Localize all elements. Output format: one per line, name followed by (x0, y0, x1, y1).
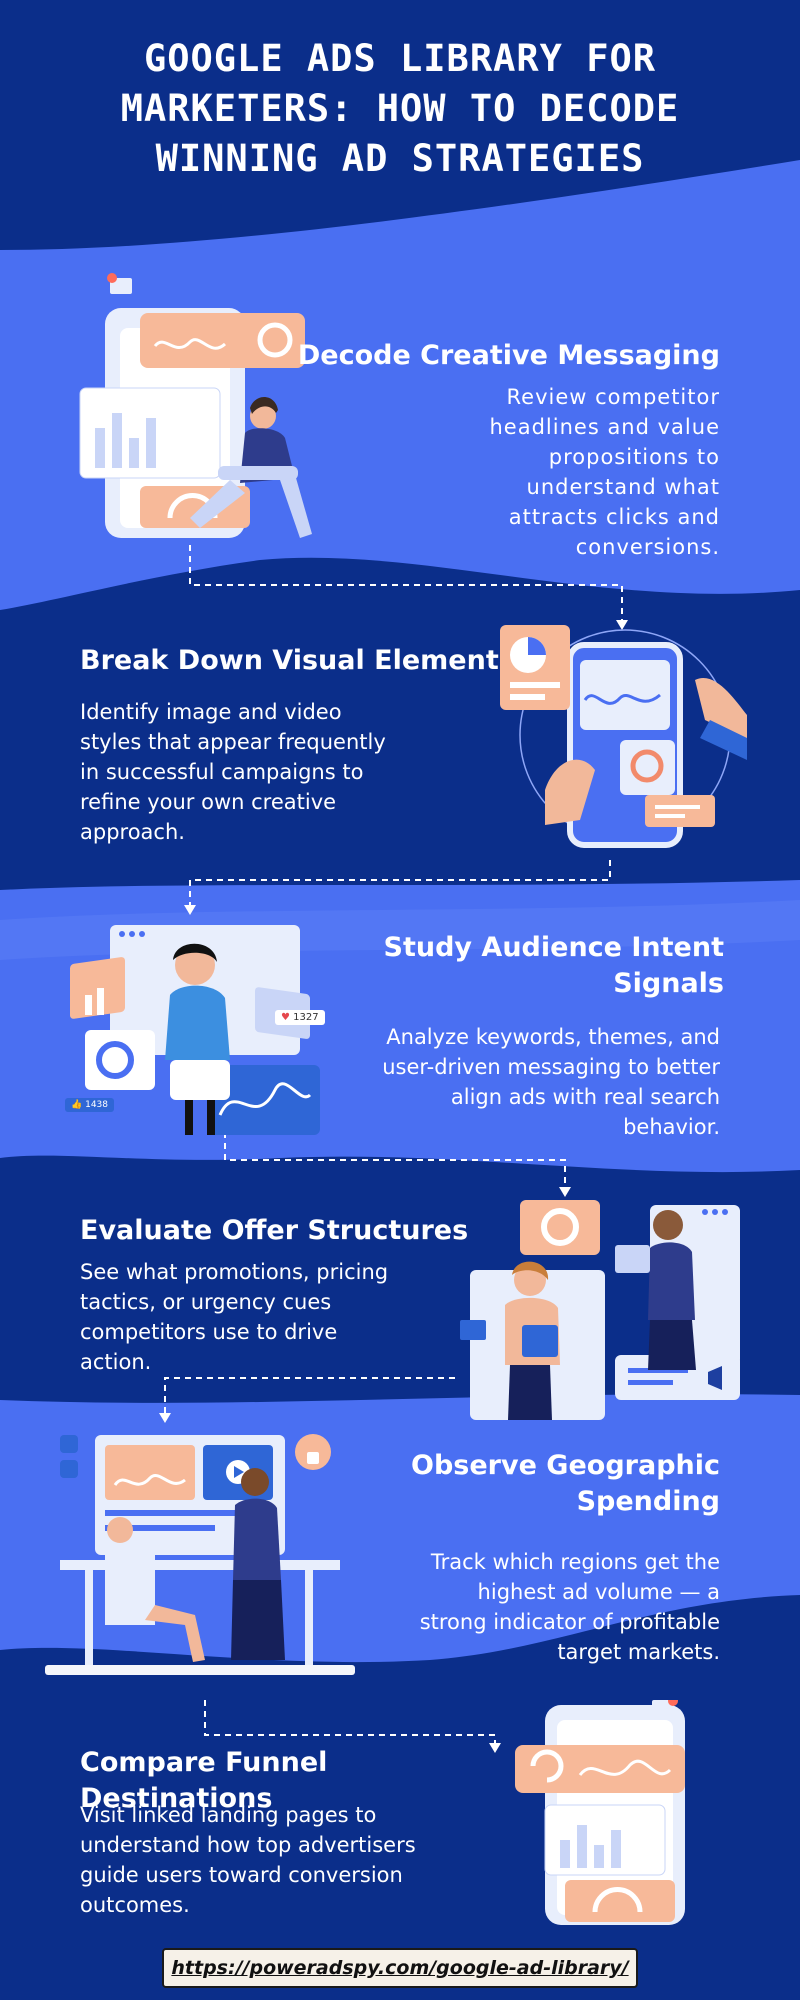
dashed-connector-5 (204, 1700, 496, 1748)
section-body: See what promotions, pricing tactics, or… (80, 1260, 389, 1374)
footer-url-link[interactable]: https://poweradspy.com/google-ad-library… (171, 1957, 629, 1979)
illustration-phone-man (79, 273, 312, 538)
illustration-phone-dashboard (515, 1700, 685, 1925)
illustration-presenters (460, 1200, 740, 1420)
section-heading: Evaluate Offer Structures (80, 1215, 469, 1246)
page-title: GOOGLE ADS LIBRARY FOR MARKETERS: HOW TO… (40, 34, 760, 184)
likes-badge: ♥ 1327 (275, 1010, 325, 1025)
section-heading: Study Audience Intent Signals (383, 932, 724, 999)
section-heading: Break Down Visual Elements (80, 645, 515, 676)
section-body: Track which regions get the highest ad v… (419, 1550, 720, 1664)
section-body: Identify image and video styles that app… (80, 700, 386, 844)
illustration-woman-dashboards (70, 925, 320, 1135)
section-body: Review competitor headlines and value pr… (489, 385, 720, 559)
thumbs-badge: 👍 1438 (65, 1098, 114, 1112)
dashed-connector-1 (189, 545, 623, 625)
title-line: WINNING AD STRATEGIES (155, 137, 645, 180)
dashed-connector-4 (164, 1377, 455, 1418)
section-heading: Compare Funnel Destinations (80, 1747, 328, 1814)
thumbs-up-icon: 👍 (71, 1100, 83, 1110)
section-body: Visit linked landing pages to understand… (80, 1803, 416, 1917)
footer-url-box: https://poweradspy.com/google-ad-library… (162, 1948, 638, 1988)
title-line: MARKETERS: HOW TO DECODE (120, 87, 680, 130)
title-line: GOOGLE ADS LIBRARY FOR (143, 37, 657, 80)
dashed-connector-2 (189, 860, 611, 910)
section-body: Analyze keywords, themes, and user-drive… (382, 1025, 720, 1139)
heart-icon: ♥ (281, 1012, 290, 1023)
section-heading: Observe Geographic Spending (411, 1450, 720, 1517)
section-heading: Decode Creative Messaging (297, 340, 720, 371)
illustration-office-desk (45, 1434, 355, 1675)
illustration-tablet-hands (500, 625, 747, 848)
